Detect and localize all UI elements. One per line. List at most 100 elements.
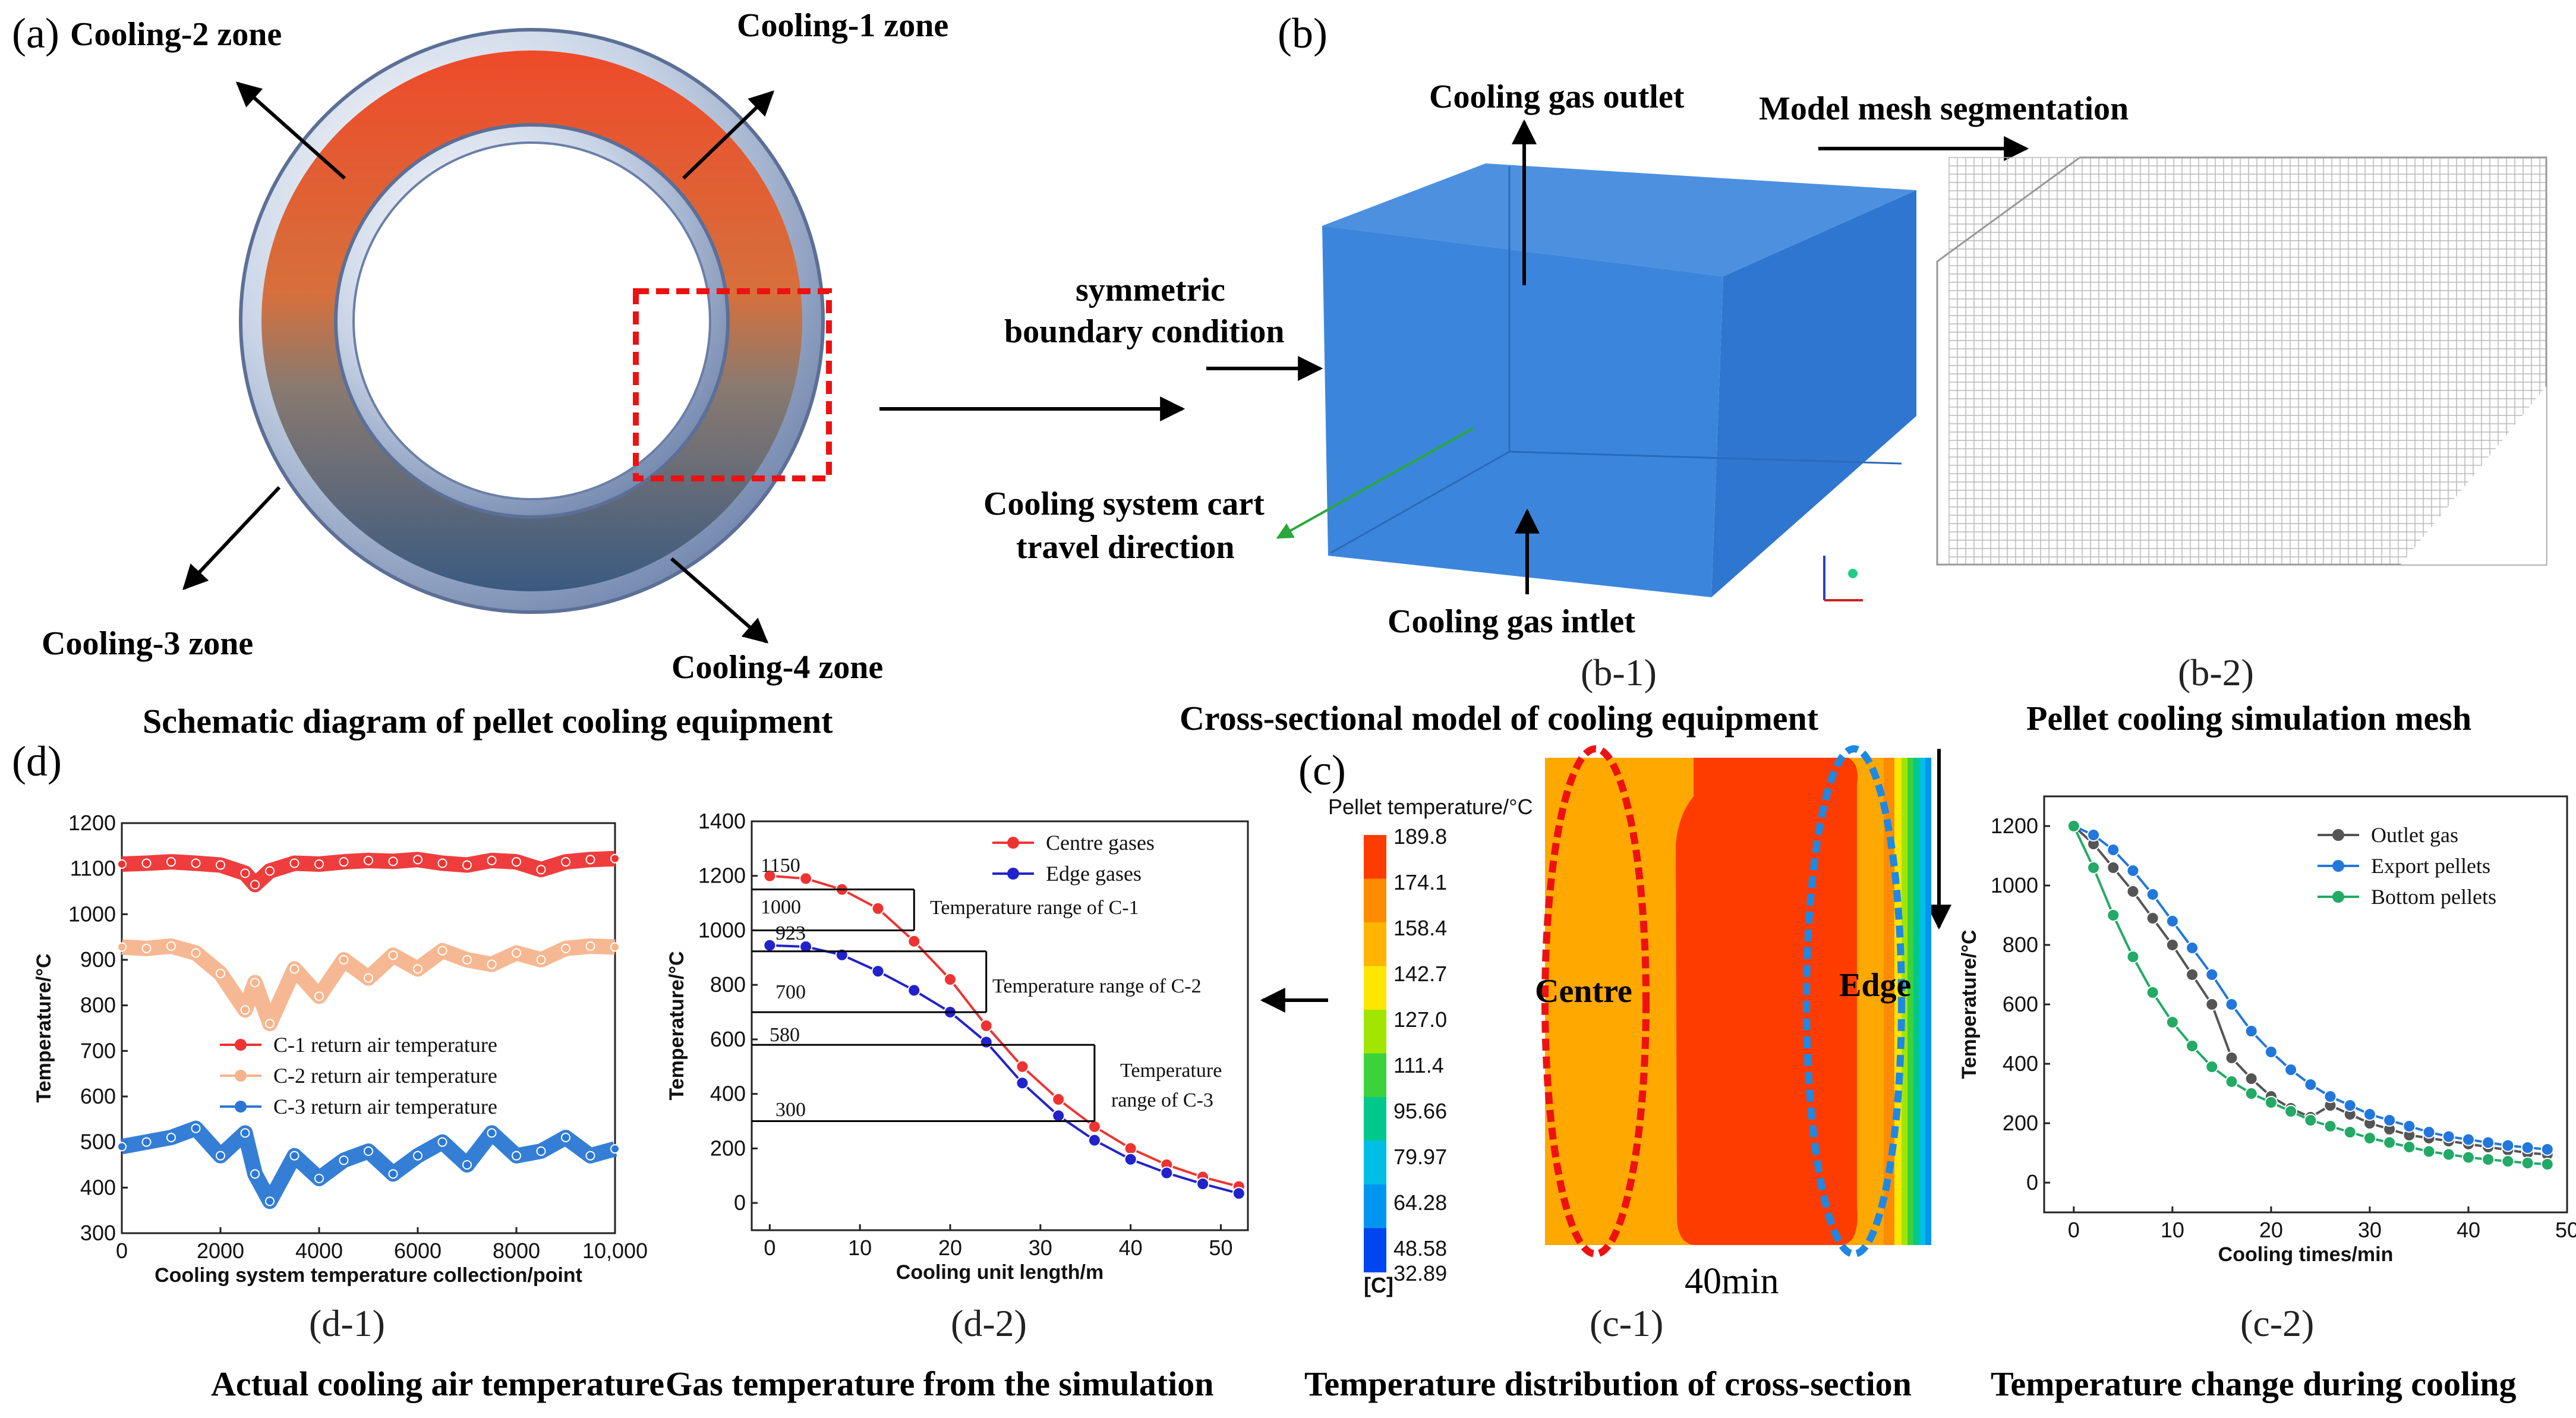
data-point	[2501, 1155, 2515, 1168]
y-axis-label: Temperature/°C	[1958, 929, 1981, 1079]
legend-marker	[235, 1039, 247, 1051]
data-point	[2383, 1136, 2397, 1149]
cooling-model-block	[1322, 163, 1916, 597]
data-point	[2067, 820, 2080, 833]
plot-frame	[121, 822, 616, 1234]
data-point	[2363, 1108, 2376, 1121]
y-tick-label: 800	[2003, 932, 2038, 957]
data-point	[2165, 1016, 2179, 1029]
data-point	[265, 1196, 275, 1206]
data-point	[2146, 986, 2159, 999]
data-point	[2264, 1096, 2278, 1109]
data-point	[2186, 1039, 2199, 1053]
data-point	[2402, 1120, 2416, 1133]
data-point	[437, 858, 447, 868]
data-point	[314, 1174, 324, 1183]
x-tick-label: 40	[1119, 1236, 1143, 1260]
x-tick-label: 20	[2259, 1218, 2283, 1242]
x-tick-label: 10,000	[582, 1239, 648, 1263]
data-point	[191, 948, 201, 958]
y-tick-label: 900	[80, 947, 116, 972]
data-point	[250, 880, 260, 890]
data-point	[462, 1160, 472, 1170]
data-point	[561, 857, 570, 867]
data-point	[2521, 1141, 2534, 1154]
data-point	[2442, 1148, 2455, 1161]
colorbar-value: 32.89	[1393, 1261, 1447, 1285]
data-point	[610, 853, 620, 864]
level-label: 300	[775, 1099, 806, 1121]
caption-c2: Temperature change during cooling	[1991, 1365, 2517, 1403]
level-label: 923	[775, 922, 806, 944]
data-point	[166, 941, 176, 951]
caption-d1: Actual cooling air temperature	[211, 1365, 664, 1403]
data-point	[536, 865, 546, 875]
x-tick-label: 6000	[394, 1239, 442, 1263]
x-tick-label: 10	[848, 1236, 872, 1260]
data-point	[2087, 828, 2101, 842]
colorbar-title: Pellet temperature/°C	[1328, 795, 1533, 819]
legend-entry: Edge gases	[1046, 862, 1142, 886]
data-point	[585, 855, 595, 865]
data-point	[561, 1133, 570, 1142]
colorbar-swatch	[1364, 1097, 1386, 1142]
data-point	[1016, 1060, 1029, 1073]
data-point	[1087, 1120, 1101, 1133]
x-tick-label: 4000	[295, 1239, 343, 1263]
colorbar-swatch	[1364, 1184, 1386, 1229]
data-point	[2343, 1099, 2357, 1112]
y-tick-label: 600	[2003, 992, 2038, 1016]
simulation-mesh	[1936, 156, 2547, 566]
range-c2-annotation: Temperature range of C-2	[992, 975, 1202, 997]
time-label: 40min	[1685, 1261, 1779, 1302]
subfig-b1: (b-1)	[1581, 651, 1657, 694]
y-tick-label: 300	[80, 1221, 116, 1245]
legend-marker	[235, 1070, 247, 1082]
caption-c1: Temperature distribution of cross-sectio…	[1304, 1365, 1912, 1403]
edge-label: Edge	[1839, 967, 1912, 1004]
ring-cooler-illustration	[239, 28, 832, 614]
data-point	[2284, 1063, 2298, 1076]
legend-marker	[2332, 860, 2344, 872]
y-tick-label: 700	[80, 1038, 116, 1063]
x-tick-label: 0	[2068, 1218, 2080, 1242]
data-point	[1232, 1187, 1246, 1200]
series-line	[121, 850, 616, 893]
legend-entry: Bottom pellets	[2371, 885, 2496, 909]
data-point	[799, 940, 813, 953]
x-tick-label: 30	[1029, 1236, 1052, 1260]
data-point	[2284, 1105, 2298, 1118]
y-tick-label: 1400	[698, 809, 746, 833]
y-tick-label: 800	[710, 972, 746, 997]
colorbar-value: 48.58	[1393, 1236, 1447, 1261]
data-point	[2540, 1143, 2554, 1156]
range-c3-annotation: Temperature	[1120, 1060, 1222, 1082]
colorbar-swatch	[1364, 922, 1386, 967]
data-point	[2146, 912, 2159, 925]
data-point	[2107, 909, 2120, 922]
x-tick-label: 2000	[197, 1239, 244, 1263]
y-tick-label: 600	[710, 1027, 746, 1051]
data-point	[2501, 1139, 2515, 1152]
data-point	[2244, 1087, 2258, 1100]
data-point	[462, 860, 472, 870]
colorbar-unit: [C]	[1364, 1273, 1393, 1297]
x-axis-label: Cooling times/min	[2218, 1243, 2394, 1266]
data-point	[289, 858, 299, 868]
colorbar	[1364, 835, 1386, 1272]
x-tick-label: 0	[116, 1239, 128, 1263]
colorbar-value: 111.4	[1393, 1053, 1444, 1077]
data-point	[487, 959, 497, 969]
caption-a: Schematic diagram of pellet cooling equi…	[143, 702, 833, 740]
travel-direction-label-1: Cooling system cart	[983, 486, 1265, 522]
level-label: 1000	[761, 896, 801, 918]
y-tick-label: 0	[734, 1190, 746, 1215]
panel-c-label: (c)	[1298, 746, 1346, 794]
subfig-d1: (d-1)	[309, 1302, 385, 1344]
x-tick-label: 8000	[493, 1239, 540, 1263]
data-point	[388, 856, 398, 866]
data-point	[512, 857, 521, 867]
y-tick-label: 1200	[68, 811, 116, 835]
data-point	[117, 859, 127, 869]
data-point	[240, 1128, 250, 1138]
